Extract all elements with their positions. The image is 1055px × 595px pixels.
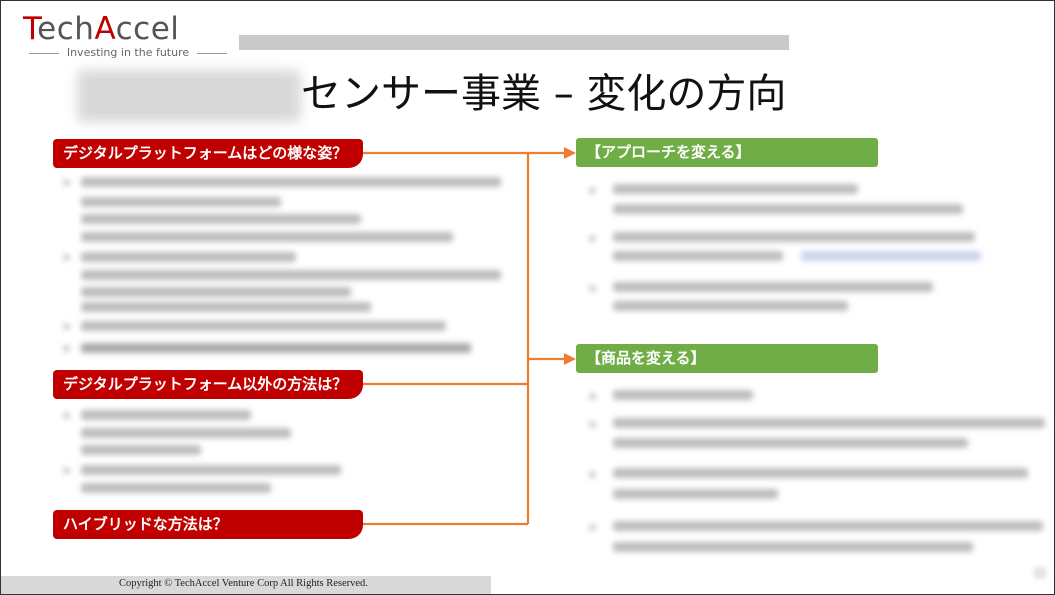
approach-tag-change-approach: 【アプローチを変える】 bbox=[576, 138, 878, 167]
copyright-text: Copyright © TechAccel Venture Corp All R… bbox=[119, 578, 368, 589]
arrowhead-a2 bbox=[564, 353, 576, 365]
arrowhead-a1 bbox=[564, 147, 576, 159]
logo-tagline: Investing in the future bbox=[23, 46, 233, 60]
header-bar bbox=[239, 35, 789, 50]
logo-wordmark: TechAccel bbox=[23, 11, 180, 47]
question-tag-digital-platform: デジタルプラットフォームはどの様な姿？ bbox=[53, 139, 363, 168]
approach-tag-change-product: 【商品を変える】 bbox=[576, 344, 878, 373]
question-tag-other-methods: デジタルプラットフォーム以外の方法は？ bbox=[53, 370, 363, 399]
question-tag-hybrid: ハイブリッドな方法は？ bbox=[53, 510, 363, 539]
page-title: センサー事業 – 変化の方向 bbox=[301, 71, 787, 117]
techaccel-logo: TechAccel Investing in the future bbox=[23, 11, 233, 63]
page-number bbox=[1034, 567, 1046, 579]
redacted-title-prefix bbox=[77, 70, 301, 122]
footer-bar: Copyright © TechAccel Venture Corp All R… bbox=[1, 576, 491, 594]
